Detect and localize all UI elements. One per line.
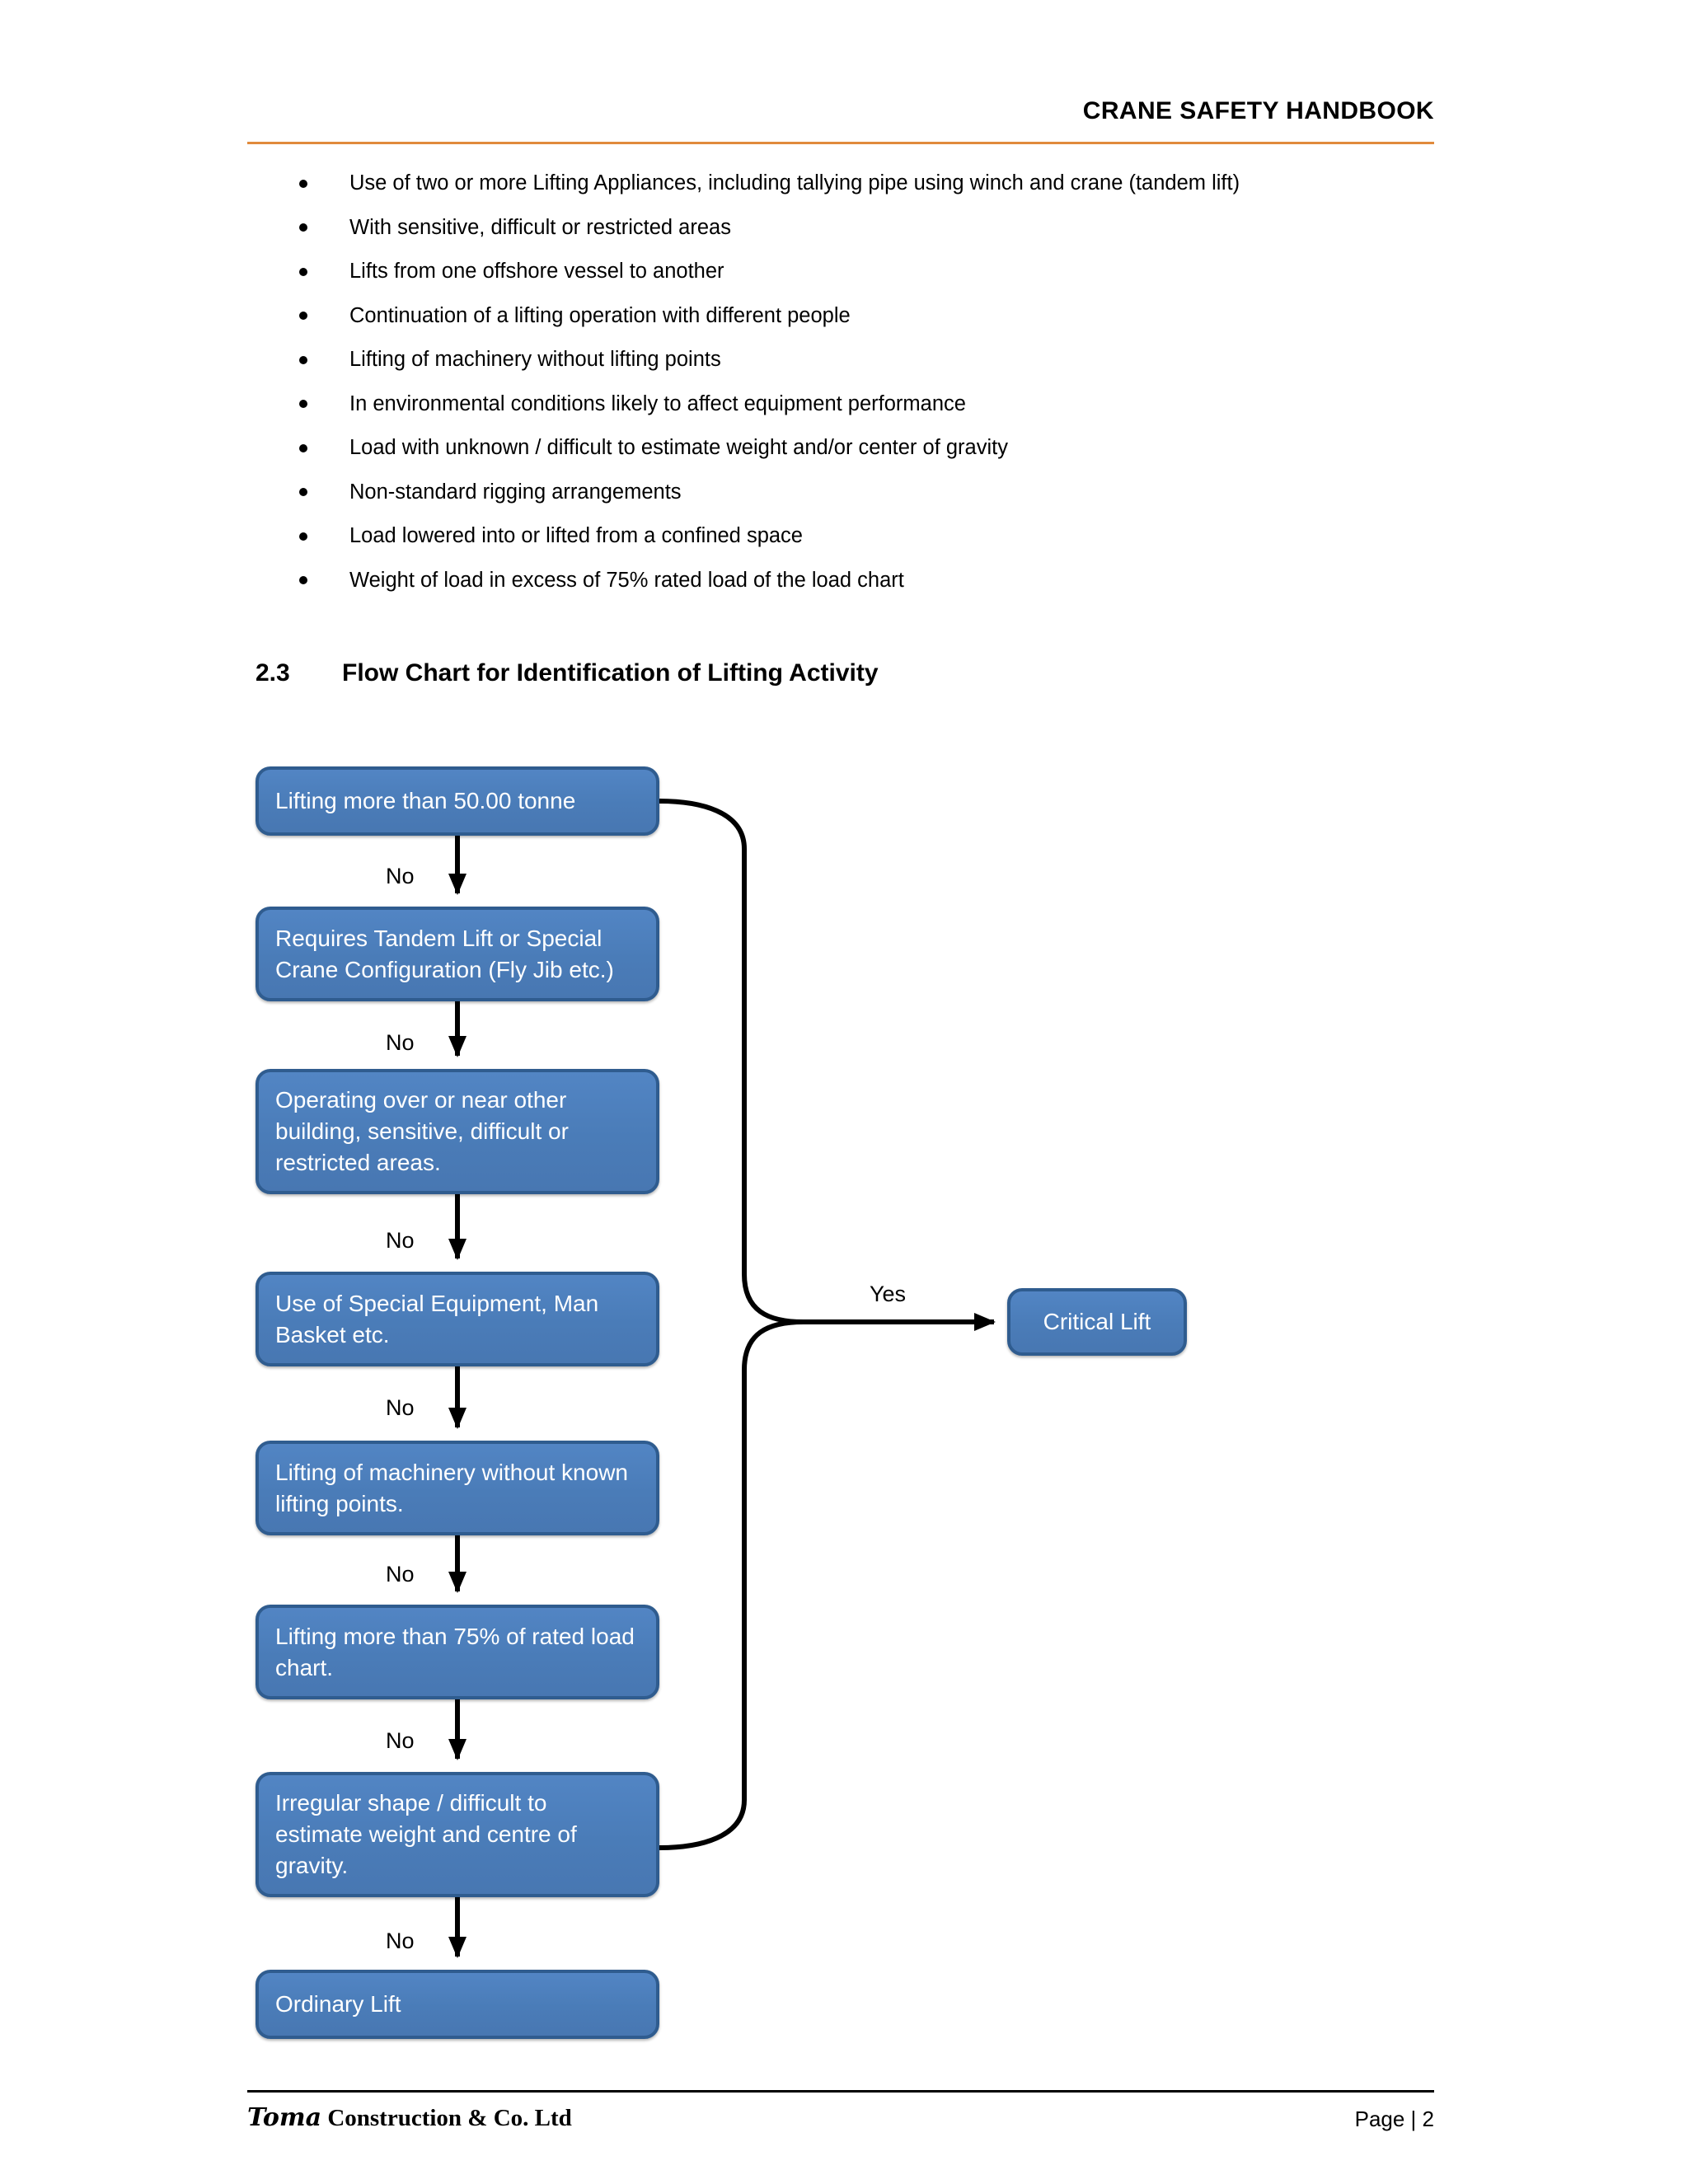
flow-node-n3: Operating over or near other building, s… [256,1069,659,1194]
flow-node-n8: Ordinary Lift [256,1970,659,2039]
flow-edge-label: Yes [870,1282,907,1306]
list-item-label: Use of two or more Lifting Appliances, i… [349,171,1240,194]
list-item-label: Load with unknown / difficult to estimat… [349,436,1008,459]
list-item: Lifting of machinery without lifting poi… [247,338,1451,382]
bullet-icon [299,488,307,497]
flow-edge-label: No [386,1728,415,1753]
flow-node-label: Lifting more than 75% of rated load char… [275,1623,635,1680]
company-brand: Toma [247,2103,322,2132]
footer-page-number: Page | 2 [1354,2107,1434,2131]
footer-divider [247,2090,1434,2093]
section-title: Flow Chart for Identification of Lifting… [342,659,879,687]
list-item: With sensitive, difficult or restricted … [247,206,1451,251]
flow-node-n4: Use of Special Equipment, Man Basket etc… [256,1272,659,1366]
flow-edge-label: No [386,1562,415,1586]
list-item: Weight of load in excess of 75% rated lo… [247,559,1451,603]
list-item-label: In environmental conditions likely to af… [349,391,966,415]
bullet-icon [299,179,307,188]
list-item-label: Continuation of a lifting operation with… [349,303,851,327]
section-number: 2.3 [256,659,290,687]
bullet-icon [299,312,307,321]
flow-node-n9: Critical Lift [1007,1288,1187,1356]
flow-edge-label: No [386,1929,415,1953]
flow-edge-label: No [386,1395,415,1420]
header-divider [247,142,1434,144]
bullet-icon [299,267,307,276]
flow-node-label: Lifting of machinery without known lifti… [275,1459,628,1516]
list-item-label: Weight of load in excess of 75% rated lo… [349,568,904,592]
flow-node-n2: Requires Tandem Lift or Special Crane Co… [256,907,659,1001]
flow-edge-label: No [386,1228,415,1253]
flow-edge-label: No [386,1030,415,1055]
bullet-icon [299,576,307,585]
bullet-icon [299,223,307,232]
flow-edge-label: No [386,864,415,888]
list-item: Non-standard rigging arrangements [247,471,1451,515]
list-item: In environmental conditions likely to af… [247,382,1451,427]
bullet-icon [299,532,307,541]
company-name: Construction & Co. Ltd [321,2105,572,2131]
list-item: Use of two or more Lifting Appliances, i… [247,162,1451,206]
flow-node-n7: Irregular shape / difficult to estimate … [256,1772,659,1897]
flow-node-label: Lifting more than 50.00 tonne [275,788,576,813]
bullet-icon [299,400,307,409]
footer-company: Toma Construction & Co. Ltd [247,2103,572,2132]
list-item: Lifts from one offshore vessel to anothe… [247,250,1451,294]
flow-node-label: Irregular shape / difficult to estimate … [275,1790,577,1878]
bullet-icon [299,443,307,452]
section-heading: 2.3 Flow Chart for Identification of Lift… [256,659,879,687]
flow-node-label: Operating over or near other building, s… [275,1087,569,1175]
bullet-icon [299,355,307,364]
list-item: Load with unknown / difficult to estimat… [247,426,1451,471]
page-header-title: CRANE SAFETY HANDBOOK [1082,97,1434,124]
list-item-label: Lifts from one offshore vessel to anothe… [349,260,724,283]
bullet-list: Use of two or more Lifting Appliances, i… [247,162,1451,602]
flow-node-label: Critical Lift [1043,1309,1151,1334]
list-item: Load lowered into or lifted from a confi… [247,514,1451,559]
list-item: Continuation of a lifting operation with… [247,294,1451,339]
list-item-label: Load lowered into or lifted from a confi… [349,524,803,547]
flow-node-label: Ordinary Lift [275,1991,401,2017]
list-item-label: With sensitive, difficult or restricted … [349,215,731,239]
list-item-label: Non-standard rigging arrangements [349,480,682,504]
flow-node-label: Requires Tandem Lift or Special Crane Co… [275,925,614,982]
list-item-label: Lifting of machinery without lifting poi… [349,348,721,371]
flow-node-label: Use of Special Equipment, Man Basket etc… [275,1290,599,1347]
flow-node-n1: Lifting more than 50.00 tonne [256,766,659,836]
flow-node-n6: Lifting more than 75% of rated load char… [256,1605,659,1699]
flow-node-n5: Lifting of machinery without known lifti… [256,1441,659,1535]
